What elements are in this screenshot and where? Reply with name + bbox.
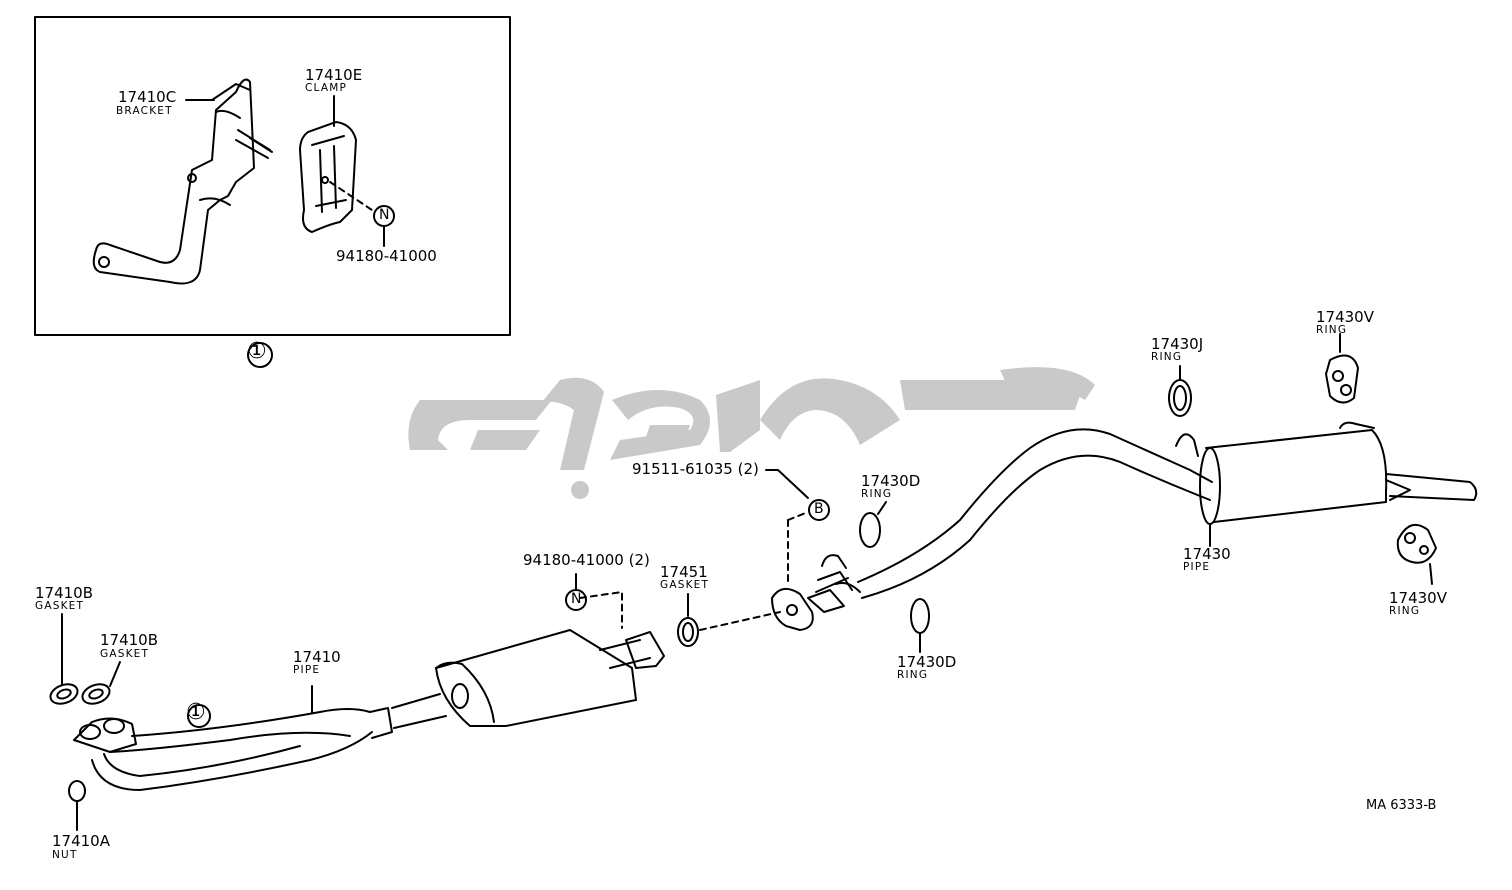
nut-qty-part-number: 94180-41000 (2) [523, 551, 650, 569]
center-flange-drawing [765, 469, 861, 631]
inset-nut-symbol: N [379, 207, 390, 223]
ring-17430v-upper-name: RING [1316, 324, 1348, 336]
clamp-part-number: 17410E [305, 66, 363, 84]
ring-17430v-lower-drawing [1396, 523, 1437, 585]
clamp-name: CLAMP [305, 82, 347, 94]
bolt-qty-part-number: 91511-61035 (2) [632, 460, 759, 478]
ring-17430d-lower-drawing [910, 598, 930, 634]
ring-17430v-upper-part-number: 17430V [1316, 308, 1374, 326]
ring-17430j-name: RING [1151, 351, 1183, 363]
bracket-part-number: 17410C [118, 88, 177, 106]
pipe-17410-part-number: 17410 [293, 648, 341, 666]
ring-17430j-part-number: 17430J [1151, 335, 1204, 353]
nut-17410a-name: NUT [52, 849, 78, 861]
bolt-qty-symbol: B [814, 501, 824, 517]
front-muffler-drawing [435, 591, 665, 727]
ring-17430v-upper-drawing [1325, 333, 1359, 404]
gasket-17410b-2-part-number: 17410B [100, 631, 159, 649]
ring-17430d-upper-name: RING [861, 488, 893, 500]
ring-17430v-lower-part-number: 17430V [1389, 589, 1447, 607]
gasket-17451-drawing [677, 617, 699, 647]
gasket-17410b-1-part-number: 17410B [35, 584, 94, 602]
gasket-17410b-2-name: GASKET [100, 648, 150, 660]
rear-pipe-drawing [857, 428, 1213, 599]
inset-nut-part-number: 94180-41000 [336, 247, 437, 265]
ring-17430d-upper-part-number: 17430D [861, 472, 921, 490]
ring-17430d-lower-part-number: 17430D [897, 653, 957, 671]
rear-muffler-drawing [1199, 421, 1478, 547]
nut-qty-symbol: N [571, 591, 582, 607]
diagram-code: MA 6333-B [1366, 798, 1437, 813]
bracket-drawing [92, 78, 273, 285]
nut-17410a-part-number: 17410A [52, 832, 110, 850]
ring-17430d-lower-name: RING [897, 669, 929, 681]
ring-17430d-upper-drawing [859, 512, 881, 548]
inset-frame [34, 16, 511, 336]
gasket-17451-name: GASKET [660, 579, 710, 591]
gasket-17451-part-number: 17451 [660, 563, 708, 581]
pipe-17410-name: PIPE [293, 664, 321, 676]
pipe-17430-name: PIPE [1183, 561, 1211, 573]
bracket-name: BRACKET [116, 105, 173, 117]
gasket-17410b-1-name: GASKET [35, 600, 85, 612]
front-joint-parts [49, 613, 121, 831]
watermark-logo [408, 367, 1095, 499]
front-pipe-drawing [73, 685, 447, 791]
detail-ref-circle: ① [186, 700, 206, 725]
ring-17430v-lower-name: RING [1389, 605, 1421, 617]
inset-caption: ① [247, 339, 267, 364]
pipe-17430-part-number: 17430 [1183, 545, 1231, 563]
clamp-drawing [299, 121, 395, 247]
